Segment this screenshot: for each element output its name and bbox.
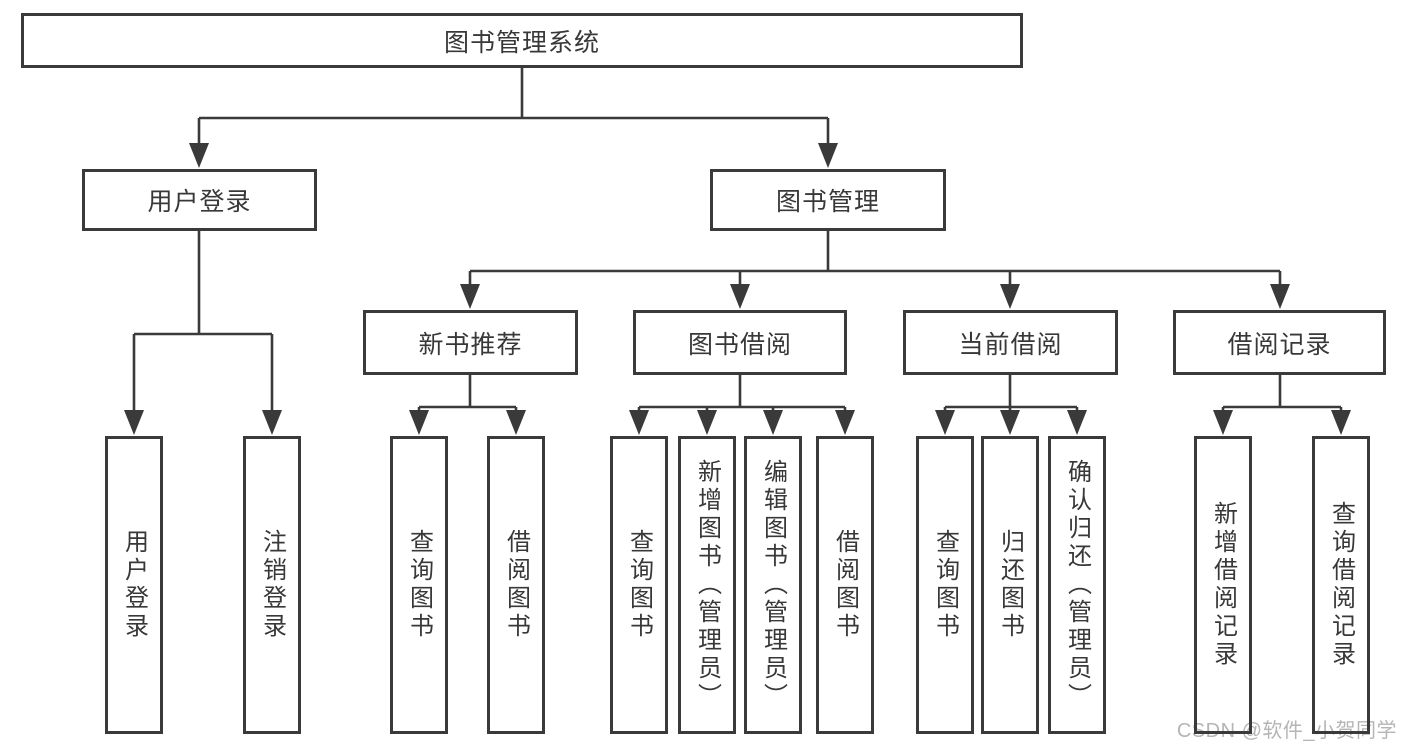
connector-bookborrow-to-leaves (629, 375, 855, 435)
node-book-borrow: 图书借阅 (633, 310, 847, 375)
connector-userlogin-to-leaves (124, 231, 282, 435)
leaf-query-book-borrow: 查询图书 (610, 436, 668, 734)
leaf-query-borrow-record: 查询借阅记录 (1312, 436, 1370, 734)
watermark-text: CSDN @软件_小贺同学 (1176, 720, 1397, 742)
leaf-confirm-return-admin: 确认归还（管理员） (1048, 436, 1106, 734)
connector-records-to-leaves (1213, 375, 1351, 435)
node-borrow-records: 借阅记录 (1173, 310, 1386, 375)
leaf-borrow-book-recommend: 借阅图书 (487, 436, 545, 734)
node-new-book-recommend: 新书推荐 (363, 310, 578, 375)
leaf-logout-login: 注销登录 (243, 436, 301, 734)
leaf-add-borrow-record: 新增借阅记录 (1194, 436, 1252, 734)
node-current-borrow: 当前借阅 (903, 310, 1118, 375)
connector-root-to-level2 (189, 68, 838, 168)
leaf-user-login: 用户登录 (105, 436, 163, 734)
connector-newrec-to-leaves (409, 375, 526, 435)
node-user-login: 用户登录 (82, 169, 317, 231)
connector-bookmgmt-to-level3 (460, 231, 1290, 309)
node-library-management-system: 图书管理系统 (21, 13, 1023, 68)
leaf-query-book-recommend: 查询图书 (390, 436, 448, 734)
leaf-borrow-book: 借阅图书 (816, 436, 874, 734)
leaf-query-book-current: 查询图书 (916, 436, 974, 734)
node-book-management: 图书管理 (710, 169, 946, 231)
connector-currentborrow-to-leaves (935, 375, 1087, 435)
leaf-add-book-admin: 新增图书（管理员） (678, 436, 736, 734)
leaf-edit-book-admin: 编辑图书（管理员） (744, 436, 802, 734)
leaf-return-book: 归还图书 (981, 436, 1039, 734)
